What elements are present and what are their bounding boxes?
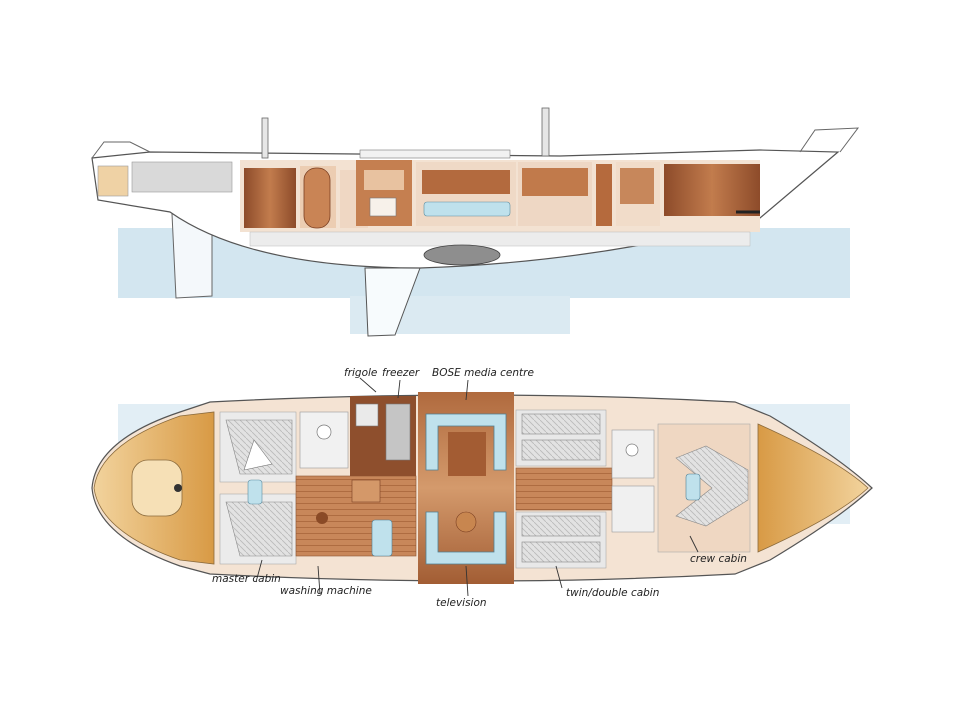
label-frigoboat: frigole xyxy=(344,367,377,379)
engine xyxy=(423,244,501,266)
saloon-settee-bottom xyxy=(425,511,507,565)
stern-pulpit xyxy=(91,141,151,159)
bow-pulpit xyxy=(799,127,860,153)
arched-door xyxy=(303,167,331,229)
label-media-centre: BOSE media centre xyxy=(432,367,534,379)
label-twin-cabin: twin/double cabin xyxy=(566,587,659,599)
saloon-settee xyxy=(423,201,511,217)
label-washing-machine: washing machine xyxy=(280,585,372,597)
mast-main xyxy=(541,107,550,157)
mast-aft xyxy=(261,117,269,159)
side-elevation xyxy=(91,107,860,337)
label-master-cabin: master cabin xyxy=(212,573,281,585)
label-television: television xyxy=(436,597,487,609)
deck-plan xyxy=(91,392,873,584)
bow-deck xyxy=(757,423,869,553)
saloon-settee-top xyxy=(425,413,507,471)
label-freezer: freezer xyxy=(382,367,420,379)
leader-lines xyxy=(255,377,699,597)
label-crew-cabin: crew cabin xyxy=(690,553,747,565)
